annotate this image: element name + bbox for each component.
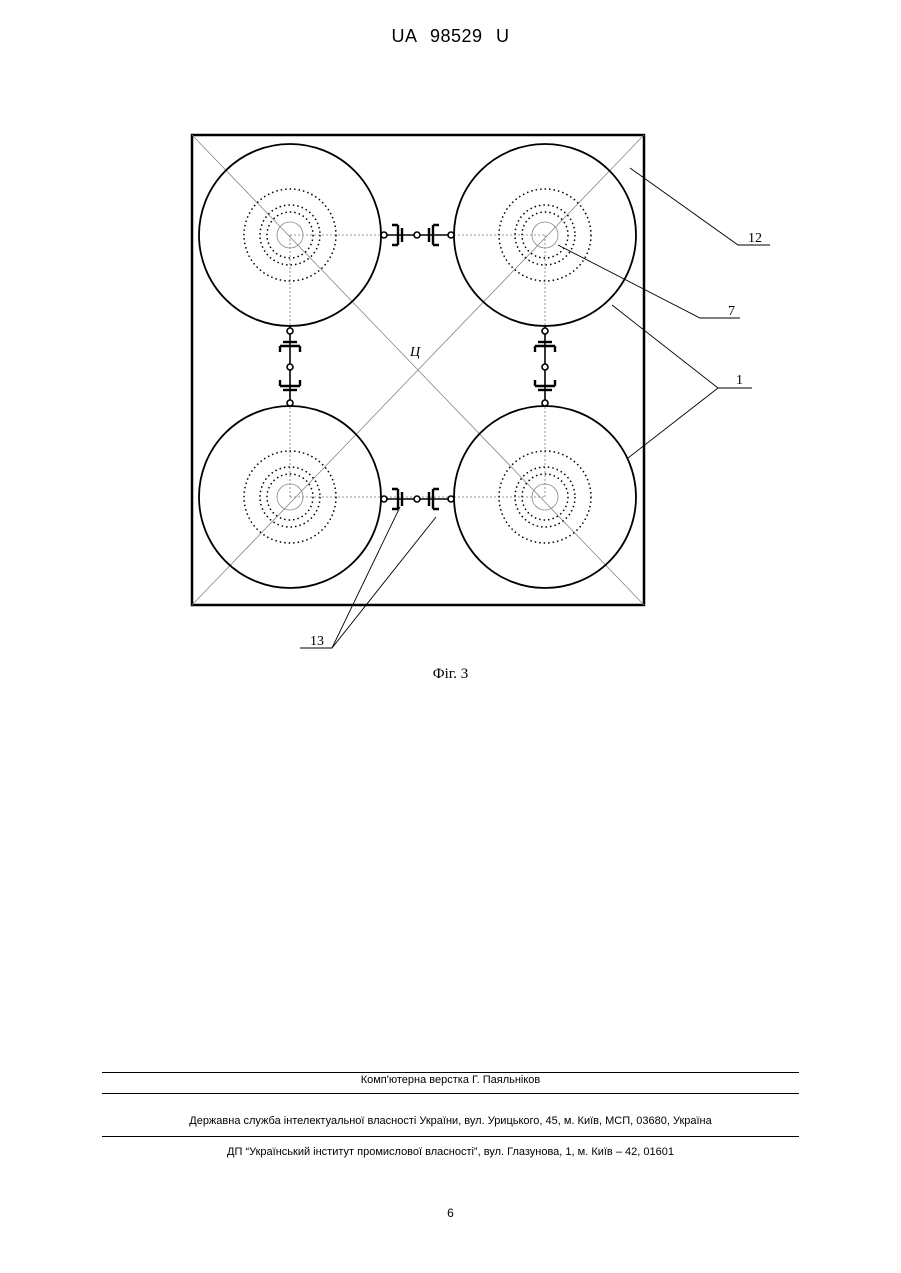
coupling-left <box>280 326 300 406</box>
ref-label-13: 13 <box>310 634 324 649</box>
coupling-bottom <box>381 489 454 509</box>
footer-layout-credit: Комп'ютерна верстка Г. Паяльніков <box>102 1074 799 1086</box>
ref-label-1: 1 <box>736 373 743 388</box>
coupling-top <box>381 225 454 245</box>
leader-lines <box>300 168 770 648</box>
footer-issuer: Державна служба інтелектуальної власност… <box>102 1115 799 1127</box>
page-number: 6 <box>0 1206 901 1220</box>
center-label: Ц <box>409 345 421 360</box>
ref-label-12: 12 <box>748 231 762 246</box>
footer-rule-1 <box>102 1072 799 1073</box>
technical-drawing: Ц 12 7 1 13 <box>0 0 901 720</box>
footer-rule-3 <box>102 1136 799 1137</box>
footer-rule-2 <box>102 1093 799 1094</box>
center-axis-lines <box>290 235 545 497</box>
coupling-right <box>535 326 555 406</box>
figure-caption: Фіг. 3 <box>0 666 901 683</box>
footer-publisher: ДП “Український інститут промислової вла… <box>102 1146 799 1158</box>
ref-label-7: 7 <box>728 304 735 319</box>
